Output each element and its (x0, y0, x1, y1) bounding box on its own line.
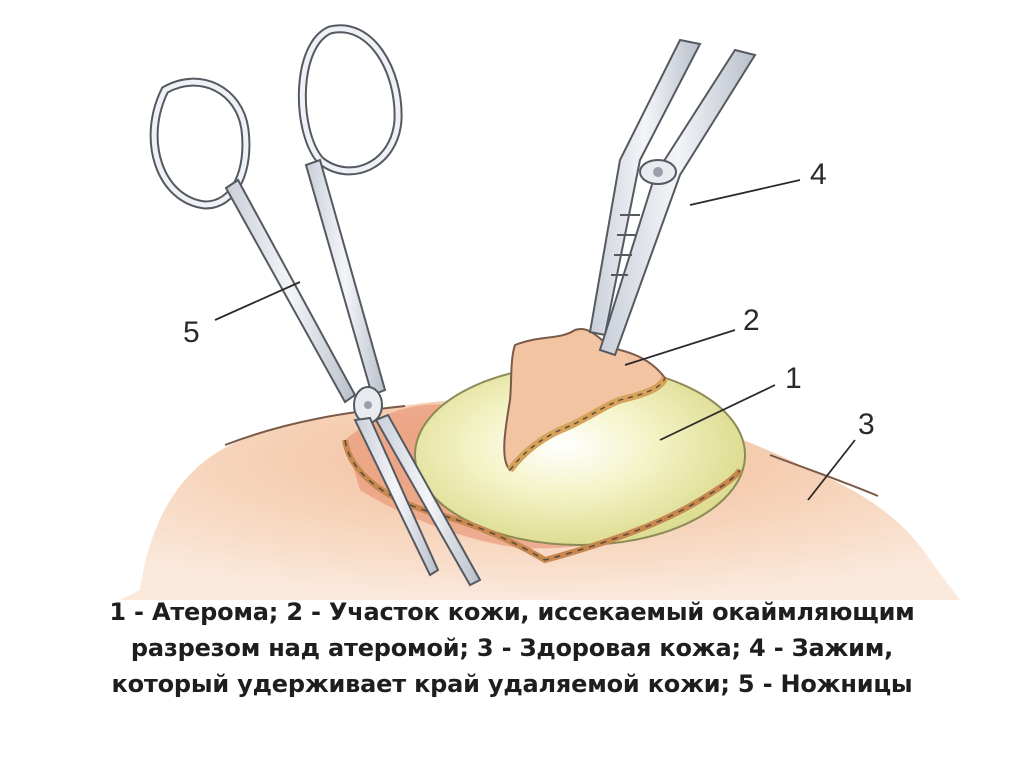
caption-line-3: который удерживает край удаляемой кожи; … (111, 670, 913, 698)
caption-line-2: разрезом над атеромой; 3 - Здоровая кожа… (130, 634, 894, 662)
surgical-illustration (120, 24, 960, 600)
callout-3: 3 (858, 408, 875, 441)
callout-1: 1 (785, 362, 802, 395)
leader-line-3 (807, 439, 856, 501)
leader-line-5 (214, 281, 301, 321)
leader-line-4 (689, 179, 801, 206)
callout-5: 5 (183, 316, 200, 349)
surgical-clamp (588, 38, 757, 357)
surgical-scissors (149, 24, 482, 587)
callout-4: 4 (810, 158, 827, 191)
leader-line-1 (659, 384, 776, 441)
figure-caption: 1 - Атерома; 2 - Участок кожи, иссекаемы… (0, 594, 1024, 702)
skin-outline (224, 405, 406, 446)
leader-line-2 (624, 329, 736, 366)
callout-2: 2 (743, 304, 760, 337)
caption-line-1: 1 - Атерома; 2 - Участок кожи, иссекаемы… (109, 598, 915, 626)
